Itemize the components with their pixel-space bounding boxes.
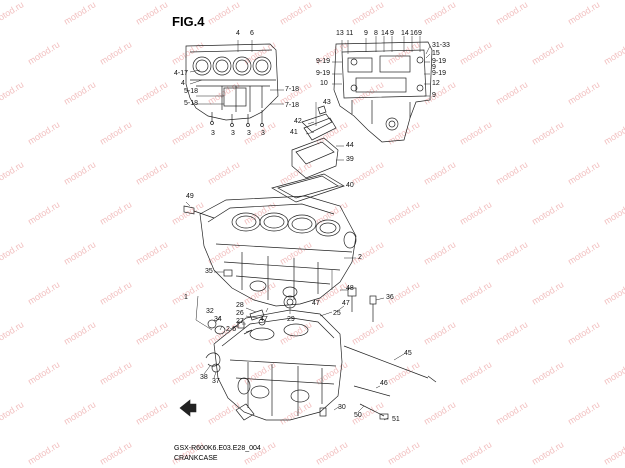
crankcase-main-body bbox=[199, 195, 357, 307]
part-label: 5-18 bbox=[184, 100, 199, 107]
lower-case-bottom-view bbox=[333, 41, 433, 143]
plug-35 bbox=[223, 269, 233, 277]
part-label: 9-19 bbox=[316, 70, 331, 77]
part-label: 11 bbox=[346, 30, 354, 37]
part-label: 38 bbox=[200, 374, 208, 381]
bolt-46 bbox=[353, 385, 391, 397]
part-label: 27 bbox=[236, 318, 244, 325]
bolt-49 bbox=[183, 205, 215, 219]
part-label: 25 bbox=[333, 310, 341, 317]
part-label: 2-6 bbox=[226, 326, 237, 333]
part-label: 9-19 bbox=[432, 58, 447, 65]
part-label: 8 bbox=[374, 30, 378, 37]
part-label: 12 bbox=[432, 80, 440, 87]
bolt-48 bbox=[347, 287, 357, 312]
front-direction-arrow bbox=[179, 399, 197, 417]
part-label: 14 bbox=[401, 30, 409, 37]
part-label: 45 bbox=[404, 350, 412, 357]
part-label: 14 bbox=[381, 30, 389, 37]
part-label: 4-17 bbox=[174, 70, 189, 77]
part-label: 3 bbox=[211, 130, 215, 137]
part-label: 4 bbox=[236, 30, 240, 37]
part-label: 51 bbox=[392, 416, 400, 423]
part-label: 9 bbox=[432, 92, 436, 99]
part-label: 5-18 bbox=[184, 88, 199, 95]
upper-case-top-view bbox=[185, 43, 279, 127]
part-label: 42 bbox=[294, 118, 302, 125]
part-label: 31-33 bbox=[432, 42, 450, 49]
part-label: 50 bbox=[354, 412, 362, 419]
part-label: 36 bbox=[386, 294, 394, 301]
part-label: 39 bbox=[346, 156, 354, 163]
part-label: 9-19 bbox=[432, 70, 447, 77]
jet-28-26 bbox=[249, 309, 266, 326]
part-label: 32 bbox=[206, 308, 214, 315]
part-label: 10 bbox=[320, 80, 328, 87]
stud-45 bbox=[343, 345, 437, 383]
figure-title: FIG.4 bbox=[172, 14, 205, 29]
part-label: 44 bbox=[346, 142, 354, 149]
part-label: 2 bbox=[358, 254, 362, 261]
model-code: GSX-R600K6.E03.E28_004 bbox=[174, 445, 261, 452]
part-label: 37 bbox=[212, 378, 220, 385]
part-label: 40 bbox=[346, 182, 354, 189]
part-label: 3 bbox=[231, 130, 235, 137]
bolt-30 bbox=[319, 407, 327, 417]
part-label: 1 bbox=[184, 294, 188, 301]
part-label: 29 bbox=[287, 316, 295, 323]
part-label: 41 bbox=[290, 129, 298, 136]
filter-fitting bbox=[235, 403, 255, 421]
part-label: 46 bbox=[380, 380, 388, 387]
part-label: 49 bbox=[186, 193, 194, 200]
part-label: 9 bbox=[364, 30, 368, 37]
part-label: 7-18 bbox=[285, 102, 300, 109]
part-label: 9 bbox=[418, 30, 422, 37]
crankcase-lower-body bbox=[213, 309, 343, 421]
part-label: 48 bbox=[346, 285, 354, 292]
part-label: 7-18 bbox=[285, 86, 300, 93]
part-label: 4 bbox=[181, 80, 185, 87]
part-label: 3 bbox=[261, 130, 265, 137]
part-label: 34 bbox=[214, 316, 222, 323]
part-label: 43 bbox=[323, 99, 331, 106]
part-label: 35 bbox=[205, 268, 213, 275]
part-label: 28 bbox=[236, 302, 244, 309]
oring-32-34 bbox=[207, 319, 226, 335]
part-label: 9 bbox=[390, 30, 394, 37]
part-label: 3 bbox=[247, 130, 251, 137]
leader-lines bbox=[185, 36, 431, 421]
bolt-50-51 bbox=[359, 403, 389, 420]
part-label: 15 bbox=[432, 50, 440, 57]
part-label: 30 bbox=[338, 404, 346, 411]
part-label: 47 bbox=[260, 316, 268, 323]
clip-38-37 bbox=[205, 352, 221, 373]
part-label: 6 bbox=[250, 30, 254, 37]
section-name: CRANKCASE bbox=[174, 455, 218, 462]
breather-cover-assembly bbox=[271, 105, 345, 203]
bolt-36 bbox=[369, 295, 377, 322]
part-label: 9 bbox=[432, 64, 436, 71]
part-label: 9-19 bbox=[316, 58, 331, 65]
part-label: 47 bbox=[342, 300, 350, 307]
part-label: 13 bbox=[336, 30, 344, 37]
part-label: 26 bbox=[236, 310, 244, 317]
part-label: 16 bbox=[410, 30, 418, 37]
part-label: 47 bbox=[312, 300, 320, 307]
